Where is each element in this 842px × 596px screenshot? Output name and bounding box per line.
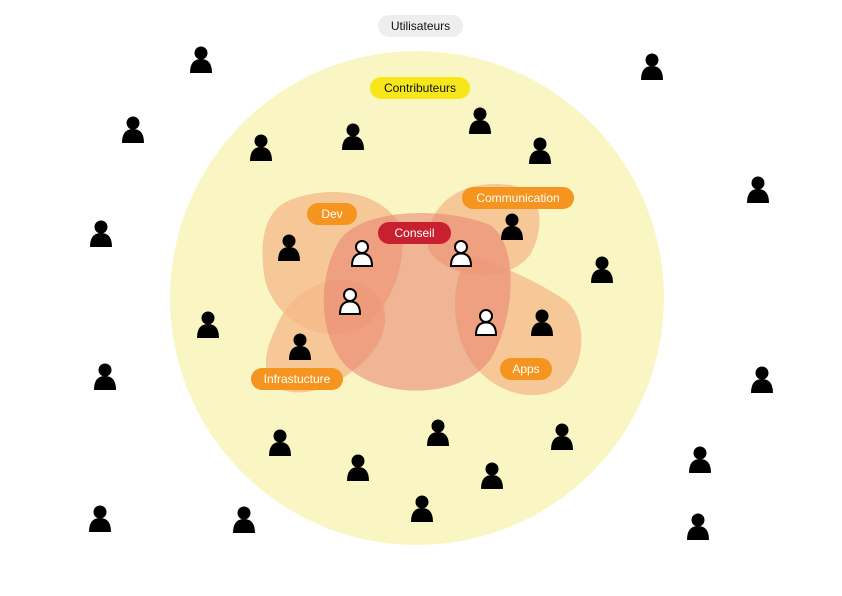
person-icon [90,220,112,247]
person-icon [689,446,711,473]
person-icon [687,513,709,540]
users-label-text: Utilisateurs [391,19,450,33]
person-icon [747,176,769,203]
person-icon [89,505,111,532]
person-icon [122,116,144,143]
person-icon [751,366,773,393]
apps-label-text: Apps [512,362,539,376]
infrastructure-label: Infrastucture [251,368,343,390]
person-icon [641,53,663,80]
contributors-label-text: Contributeurs [384,81,456,95]
contributors-label: Contributeurs [370,77,470,99]
apps-label: Apps [500,358,552,380]
communication-label: Communication [462,187,574,209]
dev-label-text: Dev [321,207,342,221]
users-label: Utilisateurs [378,15,463,37]
dev-label: Dev [307,203,357,225]
council-label: Conseil [378,222,451,244]
person-icon [190,46,212,73]
communication-label-text: Communication [476,191,559,205]
council-label-text: Conseil [394,226,434,240]
person-icon [233,506,255,533]
person-icon [94,363,116,390]
infrastructure-label-text: Infrastucture [264,372,331,386]
